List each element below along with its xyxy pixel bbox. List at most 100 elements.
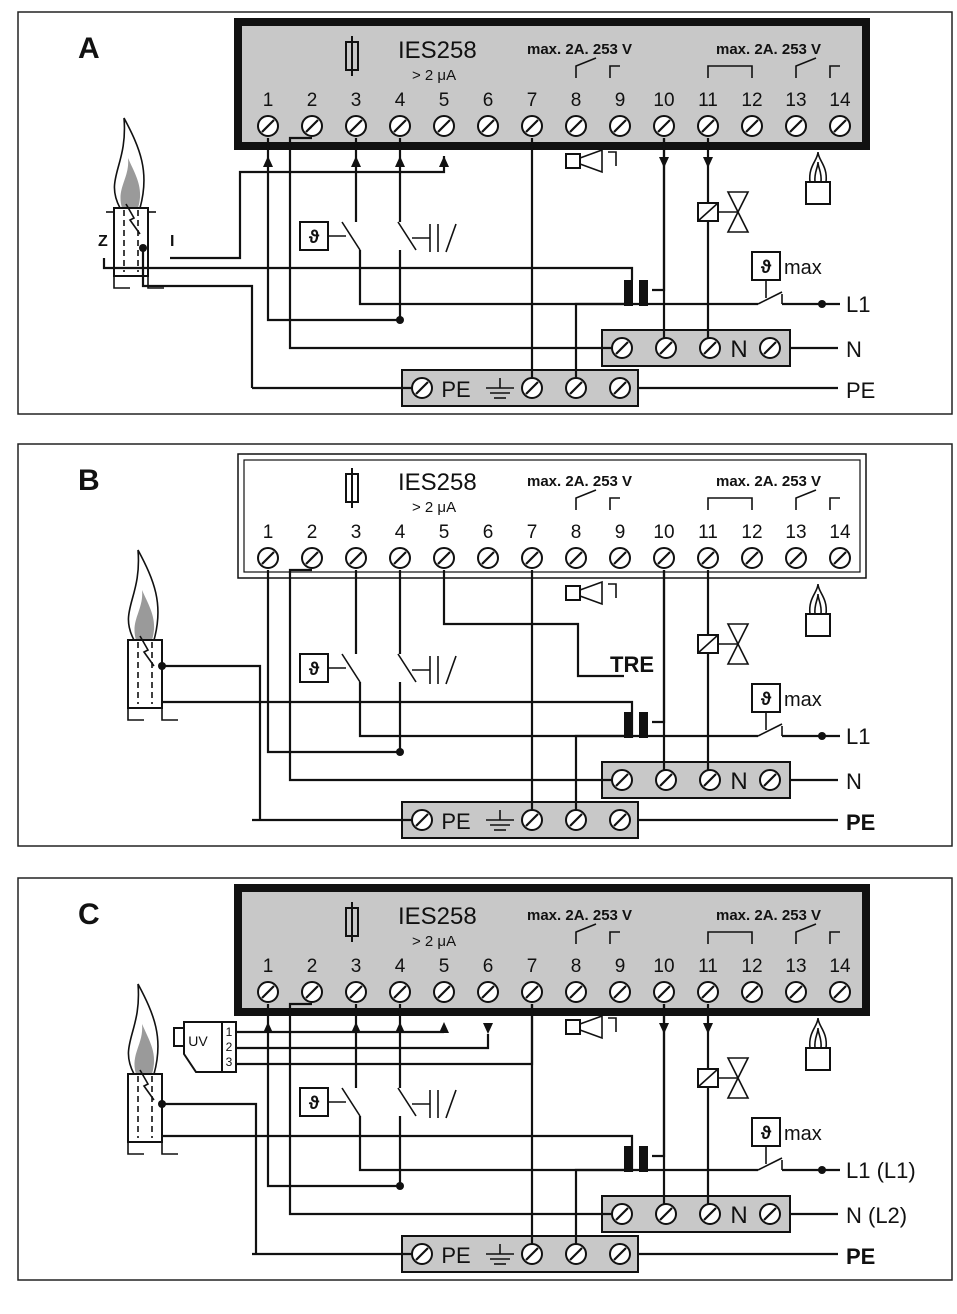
n-strip-screw-3	[699, 769, 721, 791]
pe-strip-label: PE	[441, 809, 470, 834]
burner-foot-left	[127, 1142, 144, 1155]
relay-rating-left: max. 2A. 253 V	[527, 41, 632, 58]
terminal-10-slot	[657, 119, 671, 133]
panel-label: C	[78, 898, 100, 931]
pe-terminal-strip	[401, 369, 639, 407]
terminal-12	[741, 547, 763, 569]
terminal-4	[389, 547, 411, 569]
contact-bridge	[707, 497, 753, 510]
valve-coil-slash	[697, 202, 719, 222]
transformer-core-left	[624, 280, 633, 306]
terminal-1-slot	[261, 551, 275, 565]
switch-contact	[397, 221, 417, 251]
contact-fixed	[609, 931, 620, 944]
switch-contact	[397, 653, 417, 683]
n-strip-screw-2-slot	[659, 1207, 673, 1221]
lamp-flame-inner	[814, 1027, 822, 1049]
wire-t5-electrode	[170, 156, 446, 260]
ignition-transformer-icon	[624, 1146, 648, 1172]
terminal-11	[697, 115, 719, 137]
terminal-number-10: 10	[653, 522, 674, 543]
max-thermostat-label: max	[784, 689, 822, 711]
n-strip-screw-2	[655, 337, 677, 359]
terminal-7	[521, 981, 543, 1003]
electrode-label-i: I	[170, 233, 174, 250]
n-terminal-strip	[601, 761, 791, 799]
terminal-6	[477, 547, 499, 569]
terminal-number-11: 11	[698, 90, 718, 111]
flame-fill	[134, 1024, 155, 1074]
n-strip-screw-1-slot	[615, 341, 629, 355]
n-strip-screw-2	[655, 1203, 677, 1225]
gas-valve-icon	[697, 191, 750, 233]
flame-fill	[120, 158, 141, 208]
terminal-7-slot	[525, 985, 539, 999]
terminal-10-slot	[657, 985, 671, 999]
limit-switch-icon	[412, 1089, 457, 1119]
mains-pe-label: PE	[846, 378, 875, 403]
valve-body	[726, 623, 750, 665]
burner-foot-right	[161, 1142, 178, 1155]
terminal-number-2: 2	[307, 956, 318, 977]
pe-strip-screw-1	[411, 809, 433, 831]
pe-strip-screw-4-slot	[613, 381, 627, 395]
terminal-number-12: 12	[741, 522, 762, 543]
terminal-11-slot	[701, 985, 715, 999]
pe-strip-screw-1	[411, 377, 433, 399]
pe-strip-screw-4-slot	[613, 813, 627, 827]
transformer-core-right	[639, 1146, 648, 1172]
valve-body	[726, 191, 750, 233]
terminal-10	[653, 981, 675, 1003]
terminal-number-13: 13	[785, 90, 806, 111]
wire-t2-n	[288, 136, 612, 350]
n-strip-screw-2-slot	[659, 773, 673, 787]
relay-contact-nc-icon	[707, 931, 753, 944]
terminal-number-2: 2	[307, 90, 318, 111]
n-strip-screw-4-slot	[763, 341, 777, 355]
arrow-t3	[351, 1022, 361, 1033]
terminal-7	[521, 115, 543, 137]
horn-body	[565, 585, 581, 601]
wire-transformer-t10	[652, 570, 666, 724]
mains-n-label: N (L2)	[846, 1203, 907, 1228]
electrode-label-z: Z	[98, 233, 108, 250]
pe-strip-screw-2	[521, 1243, 543, 1265]
n-strip-label: N	[730, 1202, 747, 1229]
n-strip-screw-4-slot	[763, 1207, 777, 1221]
terminal-14-slot	[833, 119, 847, 133]
burner-foot-left	[127, 708, 144, 721]
n-strip-screw-3	[699, 1203, 721, 1225]
pe-strip-screw-4-slot	[613, 1247, 627, 1261]
alarm-horn-icon	[565, 580, 617, 606]
n-strip-label: N	[730, 336, 747, 363]
horn-bell	[579, 580, 603, 606]
contact-arm	[795, 57, 817, 78]
controller-sensitivity: > 2 μA	[412, 67, 456, 84]
terminal-5-slot	[437, 551, 451, 565]
n-strip-screw-1	[611, 1203, 633, 1225]
contact-arm	[575, 489, 597, 510]
horn-body	[565, 153, 581, 169]
terminal-number-1: 1	[263, 956, 274, 977]
burner-lamp-icon	[805, 1017, 831, 1071]
n-strip-screw-2-slot	[659, 341, 673, 355]
max-thermostat-icon-box	[751, 1117, 781, 1147]
terminal-8	[565, 115, 587, 137]
relay-rating-left: max. 2A. 253 V	[527, 907, 632, 924]
room-thermostat-icon: ϑ	[299, 653, 329, 683]
transformer-core-right	[639, 280, 648, 306]
terminal-2-slot	[305, 985, 319, 999]
burner-lamp-icon	[805, 151, 831, 205]
mains-pe-label: PE	[846, 1244, 875, 1269]
terminal-number-4: 4	[395, 522, 406, 543]
terminal-2	[301, 547, 323, 569]
pe-strip-screw-4	[609, 809, 631, 831]
terminal-11	[697, 547, 719, 569]
horn-body	[565, 1019, 581, 1035]
terminal-number-9: 9	[615, 90, 626, 111]
controller-model: IES258	[398, 903, 477, 930]
terminal-12-slot	[745, 119, 759, 133]
contact-bridge	[707, 931, 753, 944]
